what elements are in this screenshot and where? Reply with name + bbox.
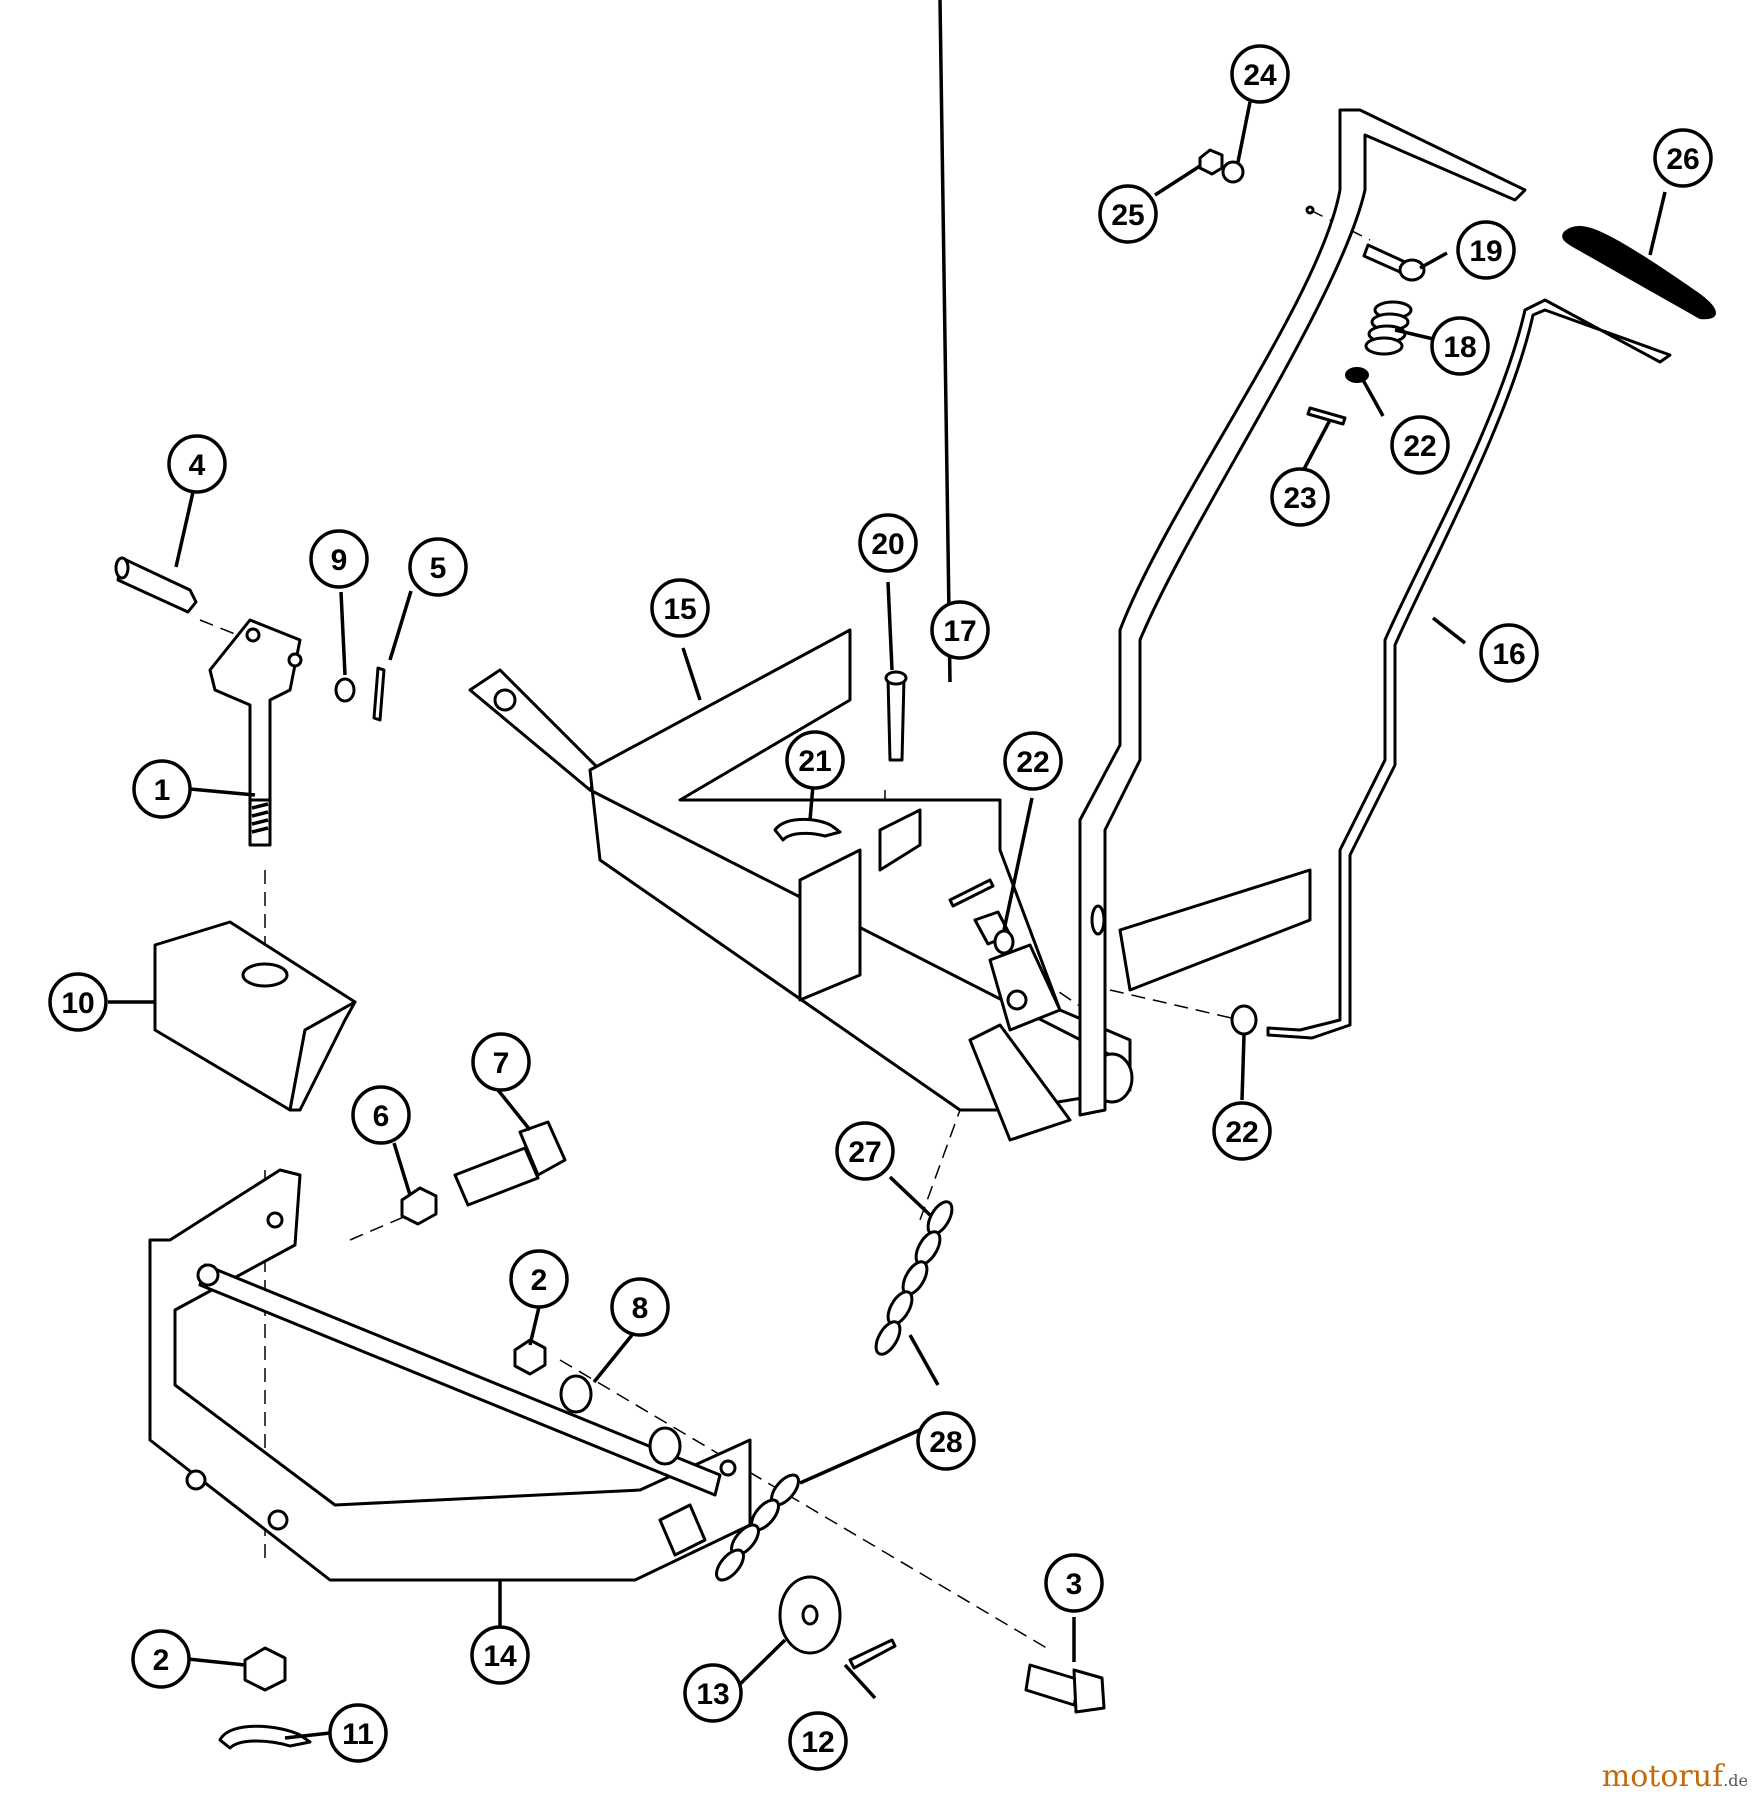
part-washer-22-lower: [1230, 1004, 1258, 1036]
svg-text:8: 8: [632, 1292, 649, 1325]
callout-28: 28: [916, 1411, 976, 1471]
svg-text:22: 22: [1016, 746, 1049, 779]
callout-27: 27: [835, 1121, 895, 1181]
part-clevis-pin: [114, 556, 198, 614]
svg-text:7: 7: [493, 1047, 510, 1080]
part-lift-frame: [468, 628, 1312, 1142]
callout-6: 6: [351, 1085, 411, 1145]
callout-18: 18: [1430, 316, 1490, 376]
svg-text:4: 4: [189, 449, 206, 482]
callout-7: 7: [471, 1032, 531, 1092]
svg-text:1: 1: [154, 774, 171, 807]
part-hair-pin-21: [773, 817, 842, 842]
svg-text:24: 24: [1243, 59, 1277, 92]
part-bolt-7: [453, 1120, 567, 1207]
svg-text:18: 18: [1443, 331, 1476, 364]
part-nut-6: [400, 1186, 438, 1226]
callout-20: 20: [858, 513, 918, 573]
part-washer-22-middle: [993, 929, 1015, 955]
callout-4: 4: [167, 434, 227, 494]
part-hitch-frame: [148, 1168, 752, 1582]
callout-3: 3: [1044, 1553, 1104, 1613]
leader-lines: [108, 0, 1667, 1740]
svg-text:13: 13: [696, 1678, 729, 1711]
callout-8: 8: [610, 1277, 670, 1337]
svg-text:11: 11: [342, 1718, 374, 1751]
part-nut-25: [1198, 148, 1224, 176]
svg-text:20: 20: [871, 528, 904, 561]
callout-1: 1: [132, 759, 192, 819]
callout-10: 10: [48, 972, 108, 1032]
part-bolt-3: [1024, 1663, 1106, 1714]
watermark-logo: motoruf.de: [1602, 1759, 1748, 1794]
part-clevis-pin-20: [884, 670, 908, 762]
callout-22-upper: 22: [1390, 415, 1450, 475]
svg-text:6: 6: [373, 1100, 390, 1133]
part-nut-2-lower: [243, 1646, 287, 1692]
part-washer-8: [559, 1374, 593, 1414]
svg-text:10: 10: [61, 987, 94, 1020]
callout-15: 15: [650, 578, 710, 638]
svg-text:2: 2: [153, 1644, 170, 1677]
callout-25: 25: [1098, 184, 1158, 244]
svg-text:15: 15: [663, 593, 696, 626]
svg-text:14: 14: [483, 1640, 517, 1673]
svg-text:22: 22: [1403, 430, 1436, 463]
svg-text:16: 16: [1492, 638, 1525, 671]
part-pin-23: [1306, 406, 1347, 426]
part-control-rod: [1266, 298, 1672, 1040]
callout-5: 5: [408, 537, 468, 597]
svg-text:26: 26: [1666, 143, 1699, 176]
part-upright-lever: [1078, 108, 1527, 1117]
part-hair-pin-11: [218, 1724, 312, 1750]
part-eye-bolt-19: [1362, 243, 1426, 282]
part-angle-plate: [153, 920, 357, 1112]
part-washer-22-upper: [1345, 367, 1369, 383]
callout-19: 19: [1456, 220, 1516, 280]
part-chain-upper: [874, 1200, 954, 1356]
callout-26: 26: [1653, 128, 1713, 188]
svg-text:28: 28: [929, 1426, 962, 1459]
watermark-tld: .de: [1723, 1771, 1748, 1790]
svg-text:5: 5: [430, 552, 447, 585]
part-chain-lower: [715, 1473, 800, 1582]
part-nut-2-upper: [513, 1338, 547, 1376]
callout-23: 23: [1270, 467, 1330, 527]
svg-text:19: 19: [1469, 235, 1502, 268]
svg-text:3: 3: [1066, 1568, 1083, 1601]
callout-9: 9: [309, 529, 369, 589]
svg-text:2: 2: [531, 1264, 548, 1297]
part-pivot-bracket: [208, 618, 303, 847]
callout-2-upper: 2: [509, 1249, 569, 1309]
part-washer-8b: [648, 1426, 682, 1466]
watermark-main: motoruf: [1601, 1759, 1724, 1794]
callout-14: 14: [470, 1625, 530, 1685]
callout-12: 12: [788, 1711, 848, 1771]
svg-text:23: 23: [1283, 482, 1316, 515]
svg-text:9: 9: [331, 544, 348, 577]
callout-21: 21: [785, 730, 845, 790]
part-spring-18: [1364, 300, 1413, 356]
part-handle-grip: [1562, 225, 1716, 320]
svg-text:25: 25: [1111, 199, 1144, 232]
part-washer-24: [1221, 160, 1245, 184]
callout-22-lower: 22: [1212, 1101, 1272, 1161]
svg-text:22: 22: [1225, 1116, 1258, 1149]
svg-text:17: 17: [943, 615, 976, 648]
callout-16: 16: [1479, 623, 1539, 683]
svg-text:12: 12: [801, 1726, 834, 1759]
part-washer-9: [334, 677, 356, 703]
callout-11: 11: [328, 1703, 388, 1763]
callout-2-lower: 2: [131, 1629, 191, 1689]
callout-24: 24: [1230, 44, 1290, 104]
svg-text:27: 27: [848, 1136, 881, 1169]
part-cotter-pin-12: [848, 1638, 897, 1670]
callout-13: 13: [683, 1663, 743, 1723]
part-cotter-pin-5: [372, 666, 386, 722]
callout-22-middle: 22: [1003, 731, 1063, 791]
callout-17: 17: [930, 600, 990, 660]
part-cotter-pin-middle: [948, 878, 995, 908]
svg-text:21: 21: [798, 745, 831, 778]
